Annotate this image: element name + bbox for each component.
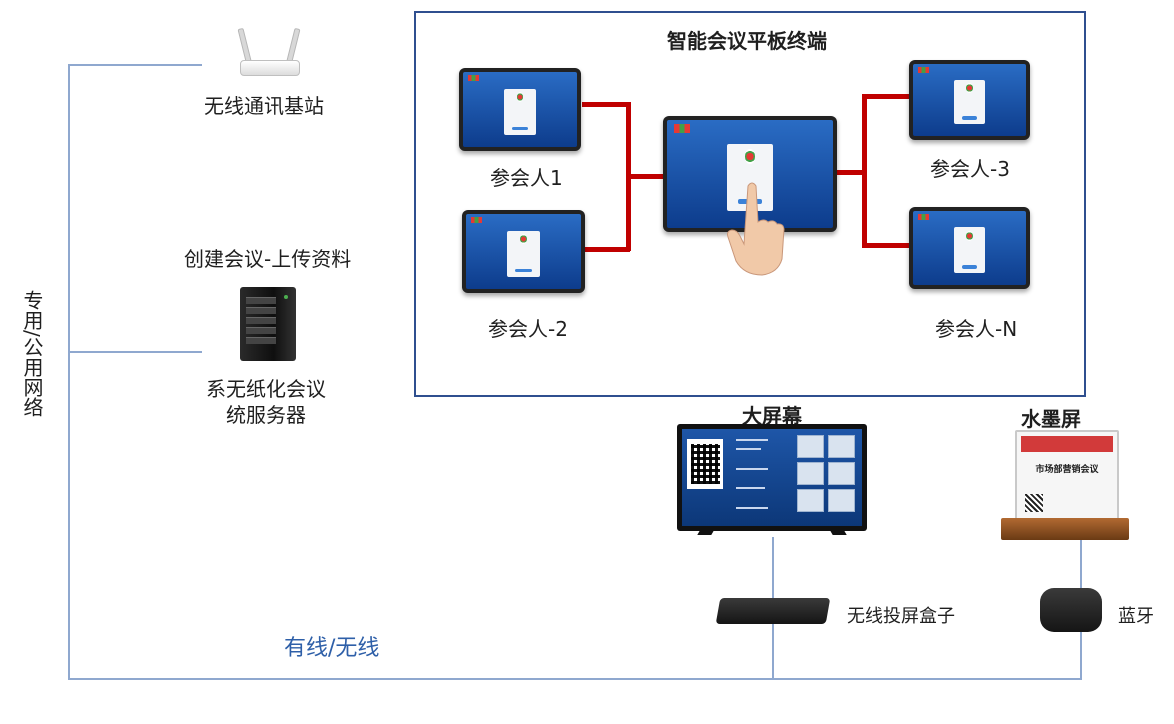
hand-icon: [727, 182, 785, 276]
bluetooth-label: 蓝牙: [1118, 606, 1154, 627]
link-p1-h: [582, 102, 630, 107]
participant-1-label: 参会人1: [490, 166, 563, 190]
link-p3-h: [862, 94, 910, 99]
link-right-center: [836, 170, 866, 175]
eink-label: 水墨屏: [1021, 407, 1081, 431]
cast-box-label: 无线投屏盒子: [847, 606, 955, 627]
participant-2-label: 参会人-2: [488, 317, 568, 341]
wired-wireless-label: 有线/无线: [284, 636, 380, 661]
bottom-bus-line: [68, 678, 1082, 680]
network-vertical-label: 专用/公用网络: [20, 290, 44, 417]
network-trunk-line: [68, 64, 70, 680]
monitor-icon: [677, 424, 867, 535]
link-left-center: [626, 174, 664, 179]
link-right-v: [862, 94, 867, 247]
link-p2-h: [584, 247, 630, 252]
router-icon: [236, 26, 302, 76]
server-link-line: [68, 351, 202, 353]
server-icon: [240, 287, 296, 361]
create-meeting-label: 创建会议-上传资料: [184, 247, 352, 271]
panel-title: 智能会议平板终端: [667, 29, 827, 53]
tablet-icon: [462, 210, 585, 293]
tablet-icon: [909, 207, 1030, 289]
tablet-icon: [459, 68, 581, 151]
router-label: 无线通讯基站: [204, 94, 324, 118]
router-link-line: [68, 64, 202, 66]
participant-n-label: 参会人-N: [935, 317, 1018, 341]
cast-box-icon: [715, 598, 831, 624]
link-pn-h: [862, 243, 910, 248]
tablet-icon: [909, 60, 1030, 140]
tablet-panel: [414, 11, 1086, 397]
eink-text: 市场部营销会议: [1035, 465, 1099, 475]
bluetooth-box-icon: [1040, 588, 1102, 632]
participant-3-label: 参会人-3: [930, 157, 1010, 181]
eink-display-icon: 市场部营销会议: [1001, 430, 1129, 542]
server-label-line2: 统服务器: [226, 403, 306, 427]
server-label-line1: 系无纸化会议: [206, 377, 326, 401]
